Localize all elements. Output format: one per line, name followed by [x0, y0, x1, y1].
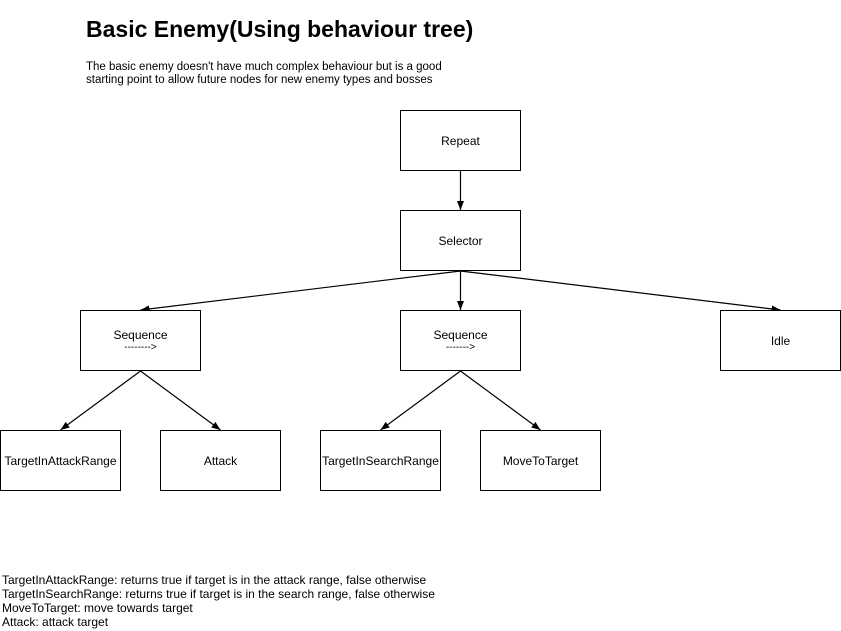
edge-sequence-left-to-target-in-attack-range: [60, 370, 141, 431]
notes-list: TargetInAttackRange: returns true if tar…: [2, 573, 435, 629]
node-target-in-attack-range: TargetInAttackRange: [0, 430, 121, 491]
node-sequence-left-arrow-label: -------->: [124, 341, 157, 353]
node-target-in-search-range: TargetInSearchRange: [320, 430, 441, 491]
node-attack: Attack: [160, 430, 281, 491]
node-attack-label: Attack: [203, 453, 238, 468]
note-target-in-attack-range: TargetInAttackRange: returns true if tar…: [2, 573, 427, 587]
node-selector-label: Selector: [438, 233, 483, 248]
edge-sequence-mid-to-target-in-search-range: [380, 370, 461, 431]
node-sequence-left: Sequence -------->: [80, 310, 201, 371]
node-sequence-left-label: Sequence: [113, 327, 168, 342]
node-sequence-middle-label: Sequence: [433, 327, 488, 342]
node-sequence-middle-arrow-label: ------->: [445, 341, 476, 353]
node-target-in-attack-range-label: TargetInAttackRange: [4, 453, 117, 468]
node-sequence-middle: Sequence ------->: [400, 310, 521, 371]
node-move-to-target-label: MoveToTarget: [502, 453, 579, 468]
edge-sequence-mid-to-move-to-target: [460, 370, 541, 431]
description-line-2: starting point to allow future nodes for…: [86, 74, 433, 86]
node-idle: Idle: [720, 310, 841, 371]
edge-selector-to-idle: [460, 270, 781, 313]
note-attack: Attack: attack target: [2, 615, 109, 629]
diagram-description: The basic enemy doesn't have much comple…: [86, 61, 506, 87]
node-repeat-label: Repeat: [441, 133, 480, 148]
note-move-to-target: MoveToTarget: move towards target: [2, 601, 193, 615]
node-selector: Selector: [400, 210, 521, 271]
note-target-in-search-range: TargetInSearchRange: returns true if tar…: [2, 587, 435, 601]
description-line-1: The basic enemy doesn't have much comple…: [86, 61, 442, 73]
diagram-title: Basic Enemy(Using behaviour tree): [86, 16, 474, 42]
node-idle-label: Idle: [770, 333, 791, 348]
edge-selector-to-sequence-left: [140, 270, 461, 313]
node-move-to-target: MoveToTarget: [480, 430, 601, 491]
node-target-in-search-range-label: TargetInSearchRange: [322, 453, 439, 468]
edge-sequence-left-to-attack: [140, 370, 221, 431]
node-repeat: Repeat: [400, 110, 521, 171]
